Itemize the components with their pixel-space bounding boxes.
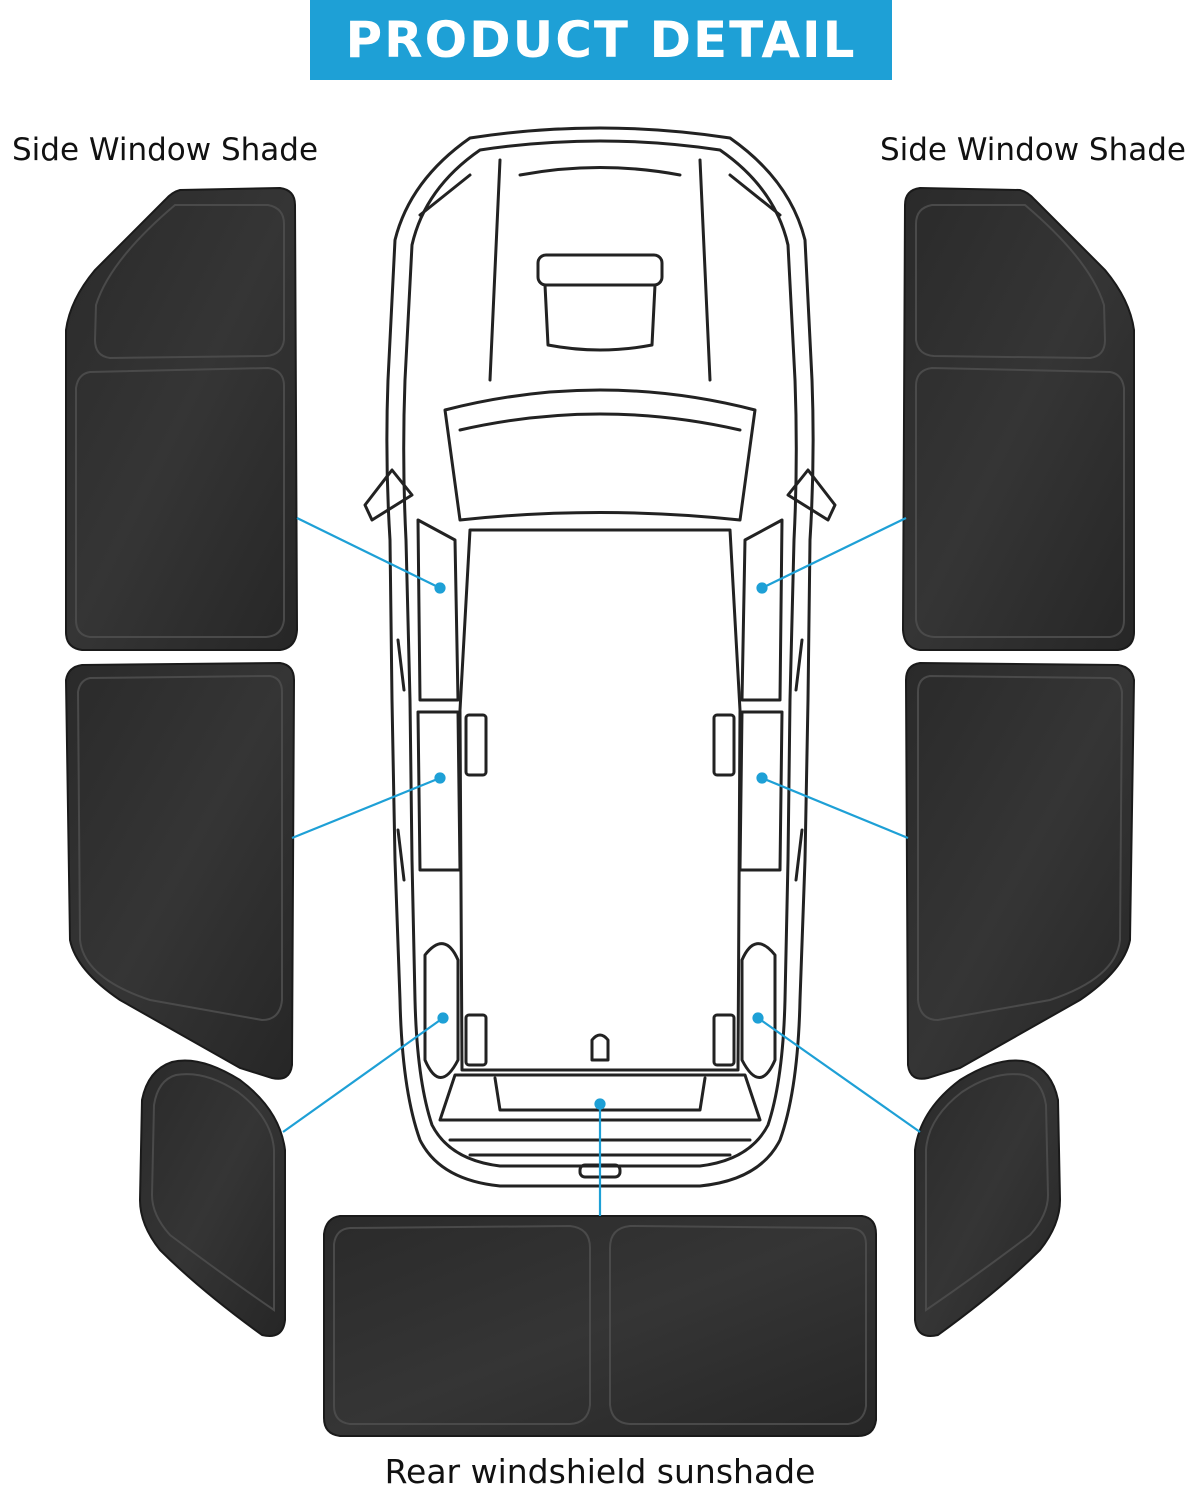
- banner-title: PRODUCT DETAIL: [345, 11, 857, 69]
- rear-windshield-sunshade-label: Rear windshield sunshade: [384, 1452, 816, 1491]
- leader-dot: [756, 582, 768, 594]
- right-rear-side-window-shade: [904, 661, 1136, 1080]
- left-side-window-shade-label: Side Window Shade: [12, 132, 319, 168]
- left-quarter-window-shade: [138, 1059, 286, 1337]
- right-side-window-shade-label: Side Window Shade: [879, 132, 1186, 168]
- leader-dot: [437, 1012, 449, 1024]
- car-top-view-icon: [363, 126, 837, 1188]
- right-quarter-window-shade: [914, 1059, 1062, 1337]
- leader-dot: [434, 582, 446, 594]
- leader-lines: [282, 517, 921, 1216]
- left-rear-side-window-shade: [64, 661, 296, 1080]
- product-detail-banner: PRODUCT DETAIL: [310, 0, 892, 80]
- left-front-side-window-shade: [65, 186, 299, 651]
- leader-dot: [594, 1098, 606, 1110]
- leader-dot: [434, 772, 446, 784]
- right-front-side-window-shade: [901, 186, 1135, 651]
- leader-dot: [752, 1012, 764, 1024]
- rear-windshield-sunshade: [323, 1215, 877, 1437]
- leader-dot: [756, 772, 768, 784]
